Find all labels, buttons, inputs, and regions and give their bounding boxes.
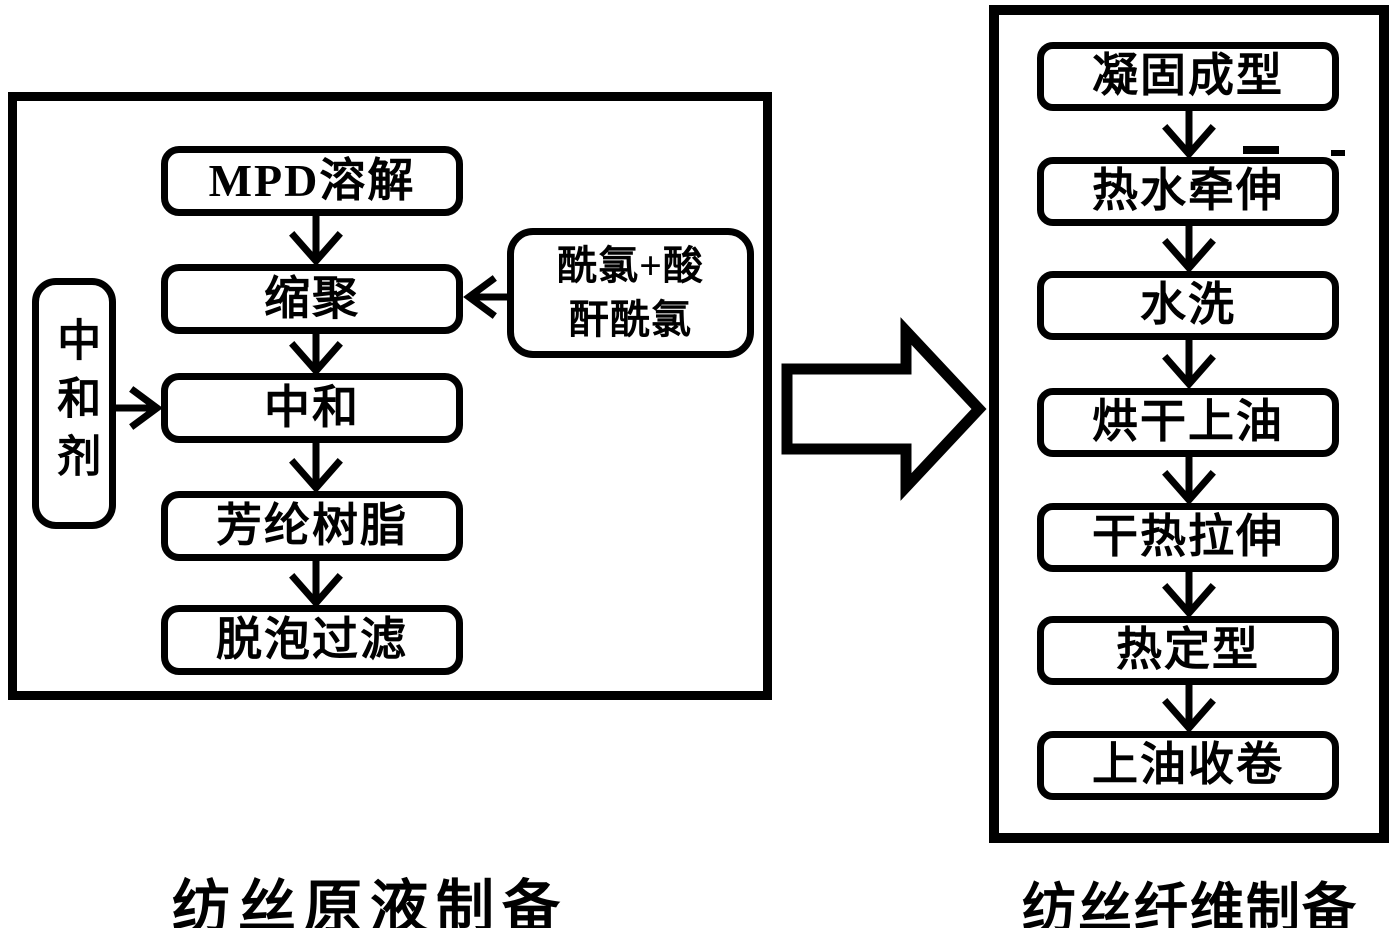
node-drying-oiling: 烘干上油 (1037, 388, 1339, 457)
node-neutralization: 中和 (161, 373, 463, 443)
node-mpd-dissolve: MPD溶解 (161, 146, 463, 216)
node-heat-setting: 热定型 (1037, 616, 1339, 685)
node-dry-heat-stretching: 干热拉伸 (1037, 503, 1339, 572)
node-water-washing: 水洗 (1037, 271, 1339, 340)
node-hot-water-drawing: 热水牵伸 (1037, 157, 1339, 226)
node-defoam-filter: 脱泡过滤 (161, 605, 463, 675)
node-polycondensation: 缩聚 (161, 264, 463, 334)
right-panel-caption: 纺丝纤维制备 (999, 864, 1381, 928)
node-neutralizer: 中和剂 (32, 278, 116, 529)
left-panel-caption: 纺丝原液制备 (155, 860, 585, 928)
node-aramid-resin: 芳纶树脂 (161, 491, 463, 561)
scan-artifact-mark (1331, 150, 1345, 156)
node-coagulation-forming: 凝固成型 (1037, 42, 1339, 111)
big-right-block-arrow-icon (787, 331, 979, 487)
node-acyl-chloride: 酰氯+酸 酐酰氯 (507, 228, 754, 358)
scan-artifact-mark (1243, 146, 1279, 154)
node-oiling-winding: 上油收卷 (1037, 731, 1339, 800)
